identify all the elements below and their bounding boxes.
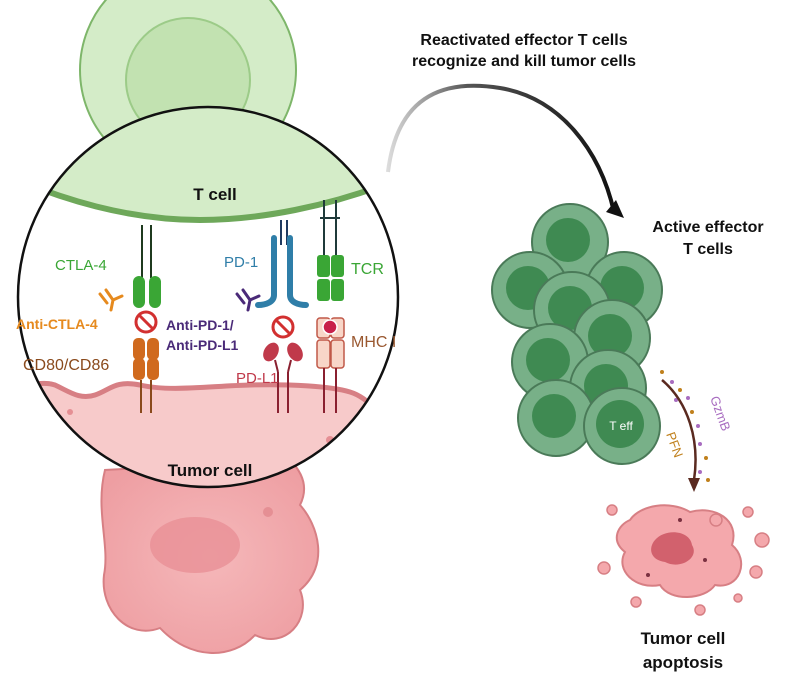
- tcr-receptor: [317, 200, 344, 301]
- pd1-receptor: [255, 220, 309, 308]
- anti-ctla4-antibody-icon: [98, 288, 124, 312]
- t-cell-label: T cell: [193, 185, 236, 204]
- anti-pdl1-label: Anti-PD-L1: [166, 337, 239, 353]
- anti-pd1-label: Anti-PD-1/: [166, 317, 234, 333]
- reactivation-arrowhead: [606, 200, 624, 218]
- apoptotic-tumor-cell: [597, 504, 770, 616]
- pdl1-ligand: [263, 342, 303, 413]
- active-effector-line1: Active effector: [652, 219, 763, 236]
- cd80-cd86-label: CD80/CD86: [23, 357, 109, 374]
- reactivated-text-line2: recognize and kill tumor cells: [412, 53, 636, 70]
- antigen-peptide: [322, 319, 338, 335]
- tumor-cell-outer: [100, 458, 320, 654]
- tumor-cell-label: Tumor cell: [168, 461, 253, 480]
- apoptosis-line2: apoptosis: [643, 653, 723, 672]
- magnified-synapse: [16, 105, 400, 489]
- ctla4-label: CTLA-4: [55, 257, 107, 274]
- effector-t-cell-cluster: [491, 203, 663, 465]
- block-icon-ctla4: [134, 310, 158, 334]
- ctla4-receptor: [133, 225, 161, 308]
- cd80-cd86-ligand: [133, 338, 159, 413]
- reactivated-text-line1: Reactivated effector T cells: [420, 32, 627, 49]
- apoptosis-line1: Tumor cell: [641, 629, 726, 648]
- t-eff-label: T eff: [609, 419, 633, 433]
- tcr-label: TCR: [351, 261, 384, 278]
- pfn-label: PFN: [663, 430, 686, 460]
- active-effector-line2: T cells: [683, 241, 733, 258]
- reactivation-arrow: [386, 83, 616, 213]
- mhc1-label: MHC I: [351, 334, 396, 351]
- pd1-label: PD-1: [224, 254, 258, 271]
- pdl1-label: PD-L1: [236, 370, 279, 387]
- gzmb-label: GzmB: [707, 394, 733, 433]
- killing-arrowhead: [688, 478, 700, 492]
- tumor-nucleus: [150, 517, 240, 573]
- anti-ctla4-label: Anti-CTLA-4: [16, 316, 98, 332]
- mhc1-molecule: [316, 317, 345, 413]
- granule-dots: [660, 370, 710, 482]
- killing-arrow: [661, 379, 697, 481]
- anti-pd-antibody-icon: [235, 288, 261, 312]
- block-icon-pd1: [271, 315, 295, 339]
